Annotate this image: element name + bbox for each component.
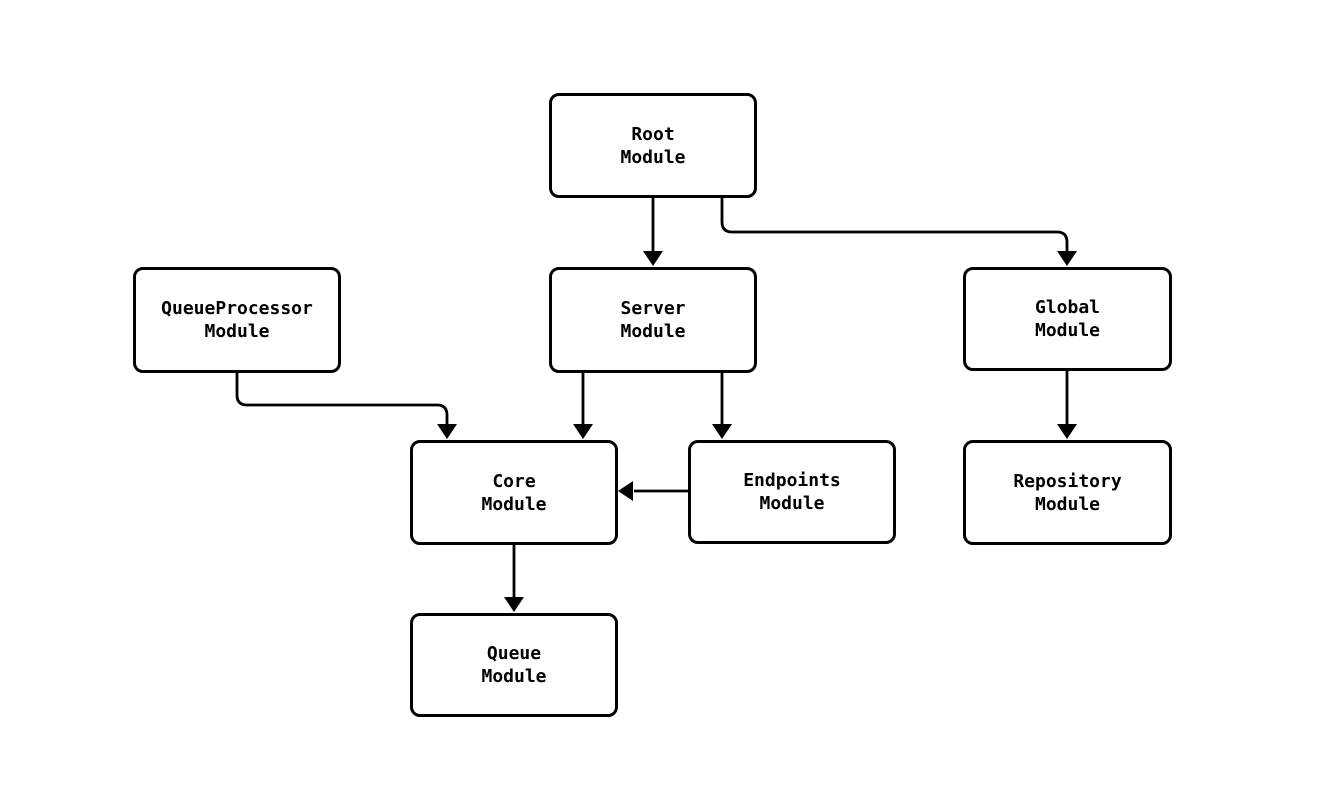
node-label-line: Module <box>481 493 547 515</box>
node-label-line: Module <box>620 146 686 168</box>
arrowhead-endpoints-core <box>618 481 633 501</box>
edge-queueprocessor-core <box>235 373 449 425</box>
node-label-line: Queue <box>486 643 542 664</box>
node-label-line: Module <box>1034 493 1101 515</box>
node-queue-module: Queue Module <box>410 613 618 717</box>
node-queueprocessor-module: QueueProcessor Module <box>133 267 341 373</box>
node-label-line: Module <box>759 493 825 514</box>
arrowhead-queueprocessor-core <box>437 424 457 439</box>
node-label-line: Module <box>204 321 270 342</box>
edge-root-global <box>720 197 1069 252</box>
node-global-module: Global Module <box>963 267 1172 371</box>
arrowhead-server-endpoints <box>712 424 732 439</box>
node-root-module: Root Module <box>549 93 757 198</box>
node-core-module: Core Module <box>410 440 618 545</box>
node-server-module: Server Module <box>549 267 757 373</box>
node-label-line: Repository <box>1013 470 1122 492</box>
arrowhead-core-queue <box>504 597 524 612</box>
node-label-line: Module <box>1034 320 1101 341</box>
node-label-line: Endpoints <box>743 470 841 491</box>
node-repository-module: Repository Module <box>963 440 1172 545</box>
node-label-line: Server <box>620 298 686 319</box>
node-label-line: Root <box>631 123 675 145</box>
node-label-line: QueueProcessor <box>161 298 313 319</box>
node-label-line: Module <box>481 666 547 687</box>
node-label-line: Module <box>620 321 686 342</box>
arrowhead-root-global <box>1057 251 1077 266</box>
node-endpoints-module: Endpoints Module <box>688 440 896 544</box>
arrowhead-root-server <box>643 251 663 266</box>
arrowhead-global-repository <box>1057 424 1077 439</box>
node-label-line: Global <box>1034 297 1101 318</box>
arrowhead-server-core <box>573 424 593 439</box>
node-label-line: Core <box>492 470 536 492</box>
